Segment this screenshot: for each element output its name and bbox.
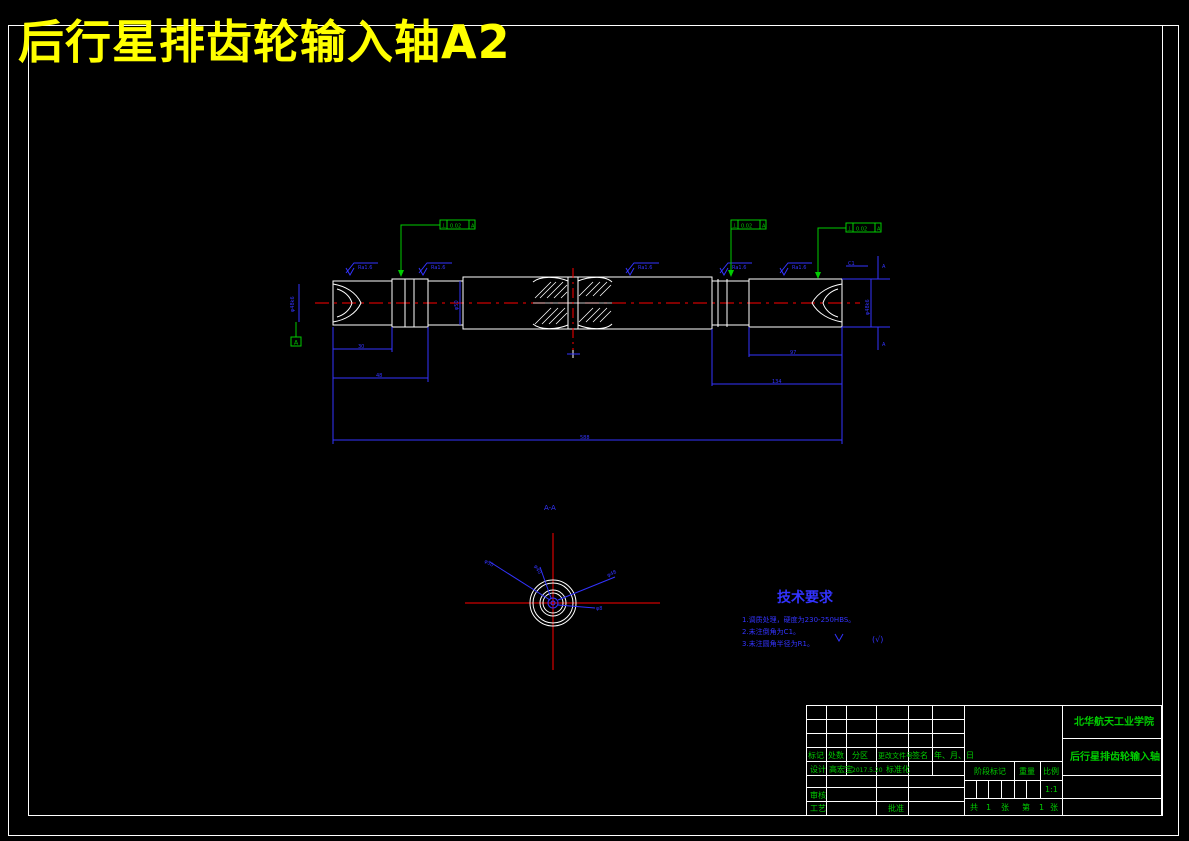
scale-value: 1:1	[1045, 785, 1058, 794]
tech-req-item: 3.未注圆角半径为R1。	[742, 639, 814, 648]
sheet-info: 1	[986, 803, 991, 812]
review-label: 审核	[810, 790, 826, 800]
design-date: 2017.5.20	[852, 767, 883, 774]
svg-text:Ra1.6: Ra1.6	[431, 265, 445, 271]
svg-text:φ40: φ40	[532, 564, 542, 575]
svg-text:φ48k6: φ48k6	[290, 296, 296, 312]
svg-text:C1: C1	[848, 261, 855, 267]
drawing-title: 后行星排齿轮输入轴A2	[18, 15, 511, 69]
svg-text:48: 48	[376, 373, 382, 379]
process-label: 工艺	[810, 804, 826, 813]
fcf-right-value: 0.02	[856, 227, 867, 233]
svg-text:97: 97	[790, 350, 796, 356]
datum-left-letter: A	[294, 340, 299, 347]
datum-left: A	[290, 336, 302, 347]
fcf-left-datum: A	[471, 224, 475, 230]
rev-header: 更改文件号	[878, 751, 913, 760]
sheet-info: 第	[1022, 802, 1030, 812]
tech-req-tail: (√)	[872, 635, 883, 644]
sheet-info: 1	[1039, 803, 1044, 812]
svg-text:Ra1.6: Ra1.6	[792, 265, 806, 271]
rev-header: 年、月、日	[934, 750, 974, 760]
rev-header: 分区	[852, 751, 868, 760]
sheet-info: 共	[970, 803, 978, 812]
design-label: 设计	[810, 764, 826, 774]
section-aa: A-A φ50 φ40 φ48 φ8	[465, 504, 660, 670]
tech-requirements: 技术要求 1.调质处理，硬度为230-250HBS。 2.未注倒角为C1。 3.…	[742, 589, 883, 648]
fcf-mid-symbol: ⊥	[732, 223, 737, 230]
sheet-info: 张	[1001, 803, 1009, 812]
rev-header: 处数	[828, 750, 844, 760]
svg-text:A: A	[882, 342, 886, 348]
svg-text:134: 134	[772, 379, 782, 385]
tech-req-item: 1.调质处理，硬度为230-250HBS。	[742, 615, 855, 624]
designer-name: 高宏宝	[829, 764, 853, 774]
svg-text:588: 588	[580, 435, 590, 441]
fcf-left: ⊥ 0.02 A	[439, 219, 476, 230]
svg-text:30: 30	[358, 344, 364, 350]
std-label: 标准化	[886, 764, 910, 774]
scale-label: 比例	[1043, 766, 1059, 776]
stage-label: 阶段标记	[974, 766, 1006, 776]
inner-frame	[28, 25, 1163, 816]
svg-text:A: A	[882, 264, 886, 270]
shaft-view: 30 48 588 97 134 φ48k6 φ50 φ48k6 C1 A A …	[290, 224, 890, 444]
svg-text:φ50: φ50	[454, 300, 460, 310]
section-aa-label: A-A	[544, 504, 556, 512]
fcf-right-datum: A	[877, 227, 881, 233]
approve-label: 批准	[888, 803, 904, 813]
part-name: 后行星排齿轮输入轴	[1070, 750, 1160, 763]
fcf-mid-value: 0.02	[741, 224, 752, 230]
title-block: 北华航天工业学院 后行星排齿轮输入轴 标记 处数 分区 更改文件号 签名 年、月…	[806, 705, 1162, 816]
svg-text:Ra1.6: Ra1.6	[732, 265, 746, 271]
svg-text:Ra1.6: Ra1.6	[358, 265, 372, 271]
svg-text:φ48: φ48	[606, 569, 617, 579]
outer-frame	[8, 25, 1179, 836]
svg-text:Ra1.6: Ra1.6	[638, 265, 652, 271]
fcf-left-symbol: ⊥	[441, 223, 446, 230]
school-name: 北华航天工业学院	[1074, 715, 1154, 728]
fcf-right-symbol: ⊥	[847, 226, 852, 233]
weight-label: 重量	[1019, 766, 1035, 776]
svg-text:φ8: φ8	[596, 606, 602, 612]
svg-text:φ50: φ50	[483, 559, 494, 569]
fcf-mid: ⊥ 0.02 A	[730, 219, 767, 230]
svg-text:φ48k6: φ48k6	[865, 299, 871, 315]
fcf-right: ⊥ 0.02 A	[845, 222, 882, 233]
tech-req-item: 2.未注倒角为C1。	[742, 627, 800, 636]
rev-header: 标记	[808, 750, 824, 760]
fcf-mid-datum: A	[762, 224, 766, 230]
sheet-info: 张	[1050, 803, 1058, 812]
rev-header: 签名	[912, 750, 928, 760]
fcf-left-value: 0.02	[450, 224, 461, 230]
tech-req-title: 技术要求	[777, 589, 834, 606]
